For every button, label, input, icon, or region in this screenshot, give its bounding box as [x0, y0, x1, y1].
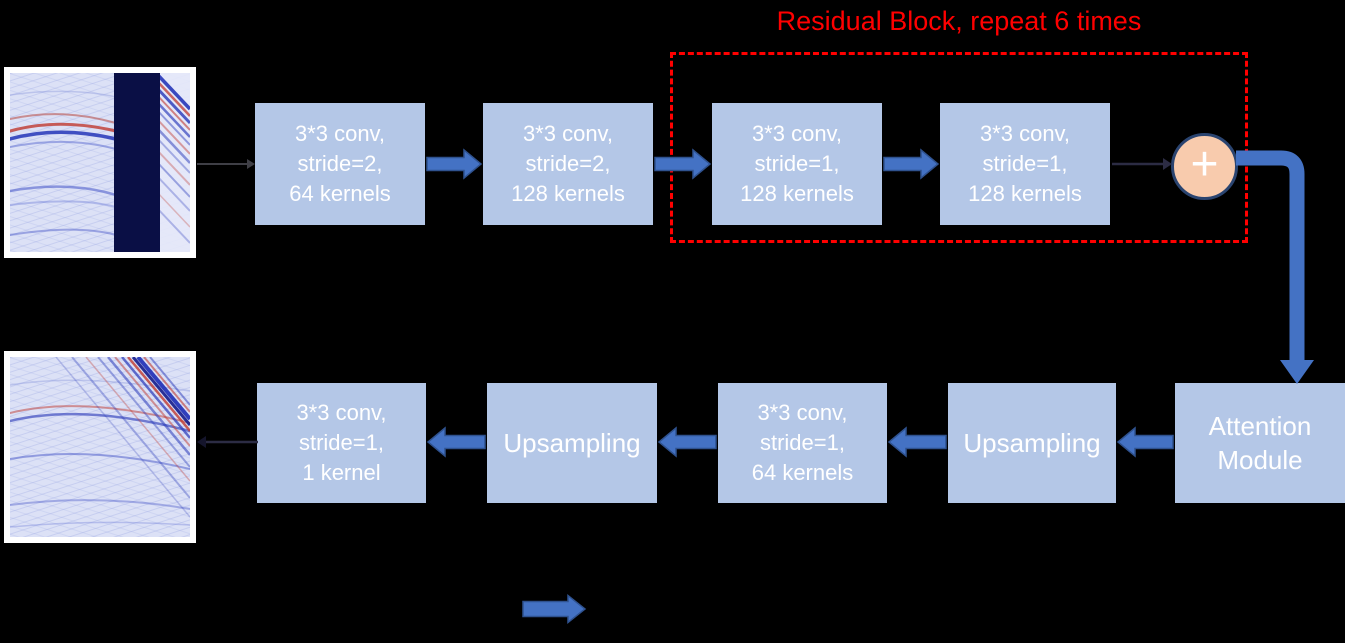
arrow-conv4-to-sum	[1112, 158, 1172, 170]
arrow-conv2-to-conv3	[654, 148, 712, 180]
legend-arrow	[522, 593, 587, 625]
arrow-conv6-to-output	[197, 436, 258, 448]
attention-module-block: Attention Module	[1175, 383, 1345, 503]
arrow-conv5-to-upsampling2	[657, 426, 717, 458]
output-diagonal-stripes	[55, 357, 190, 518]
residual-block-title: Residual Block, repeat 6 times	[776, 6, 1142, 36]
output-image-frame	[4, 351, 196, 543]
output-seismic-image	[10, 357, 190, 537]
arrow-sum-to-attention	[1236, 150, 1314, 384]
arrow-conv3-to-conv4	[883, 148, 940, 180]
input-image-frame	[4, 67, 196, 258]
sum-node: +	[1171, 133, 1238, 200]
conv-block-5: 3*3 conv, stride=1, 64 kernels	[718, 383, 887, 503]
arrow-conv1-to-conv2	[426, 148, 483, 180]
conv-block-2: 3*3 conv, stride=2, 128 kernels	[483, 103, 653, 225]
residual-block-outline	[670, 52, 1248, 243]
mask-band	[114, 73, 160, 252]
input-seismic-image	[10, 73, 190, 252]
input-seismic-arcs	[10, 90, 118, 236]
plus-icon: +	[1190, 137, 1219, 191]
upsampling-block-1: Upsampling	[948, 383, 1116, 503]
conv-block-6: 3*3 conv, stride=1, 1 kernel	[257, 383, 426, 503]
arrow-upsampling2-to-conv6	[426, 426, 486, 458]
arrow-input-to-conv1	[197, 159, 255, 169]
conv-block-4: 3*3 conv, stride=1, 128 kernels	[940, 103, 1110, 225]
upsampling-block-2: Upsampling	[487, 383, 657, 503]
arrow-upsampling1-to-conv5	[887, 426, 947, 458]
input-diagonal-stripes	[154, 73, 190, 244]
conv-block-3: 3*3 conv, stride=1, 128 kernels	[712, 103, 882, 225]
conv-block-1: 3*3 conv, stride=2, 64 kernels	[255, 103, 425, 225]
arrow-attention-to-upsampling1	[1116, 426, 1174, 458]
